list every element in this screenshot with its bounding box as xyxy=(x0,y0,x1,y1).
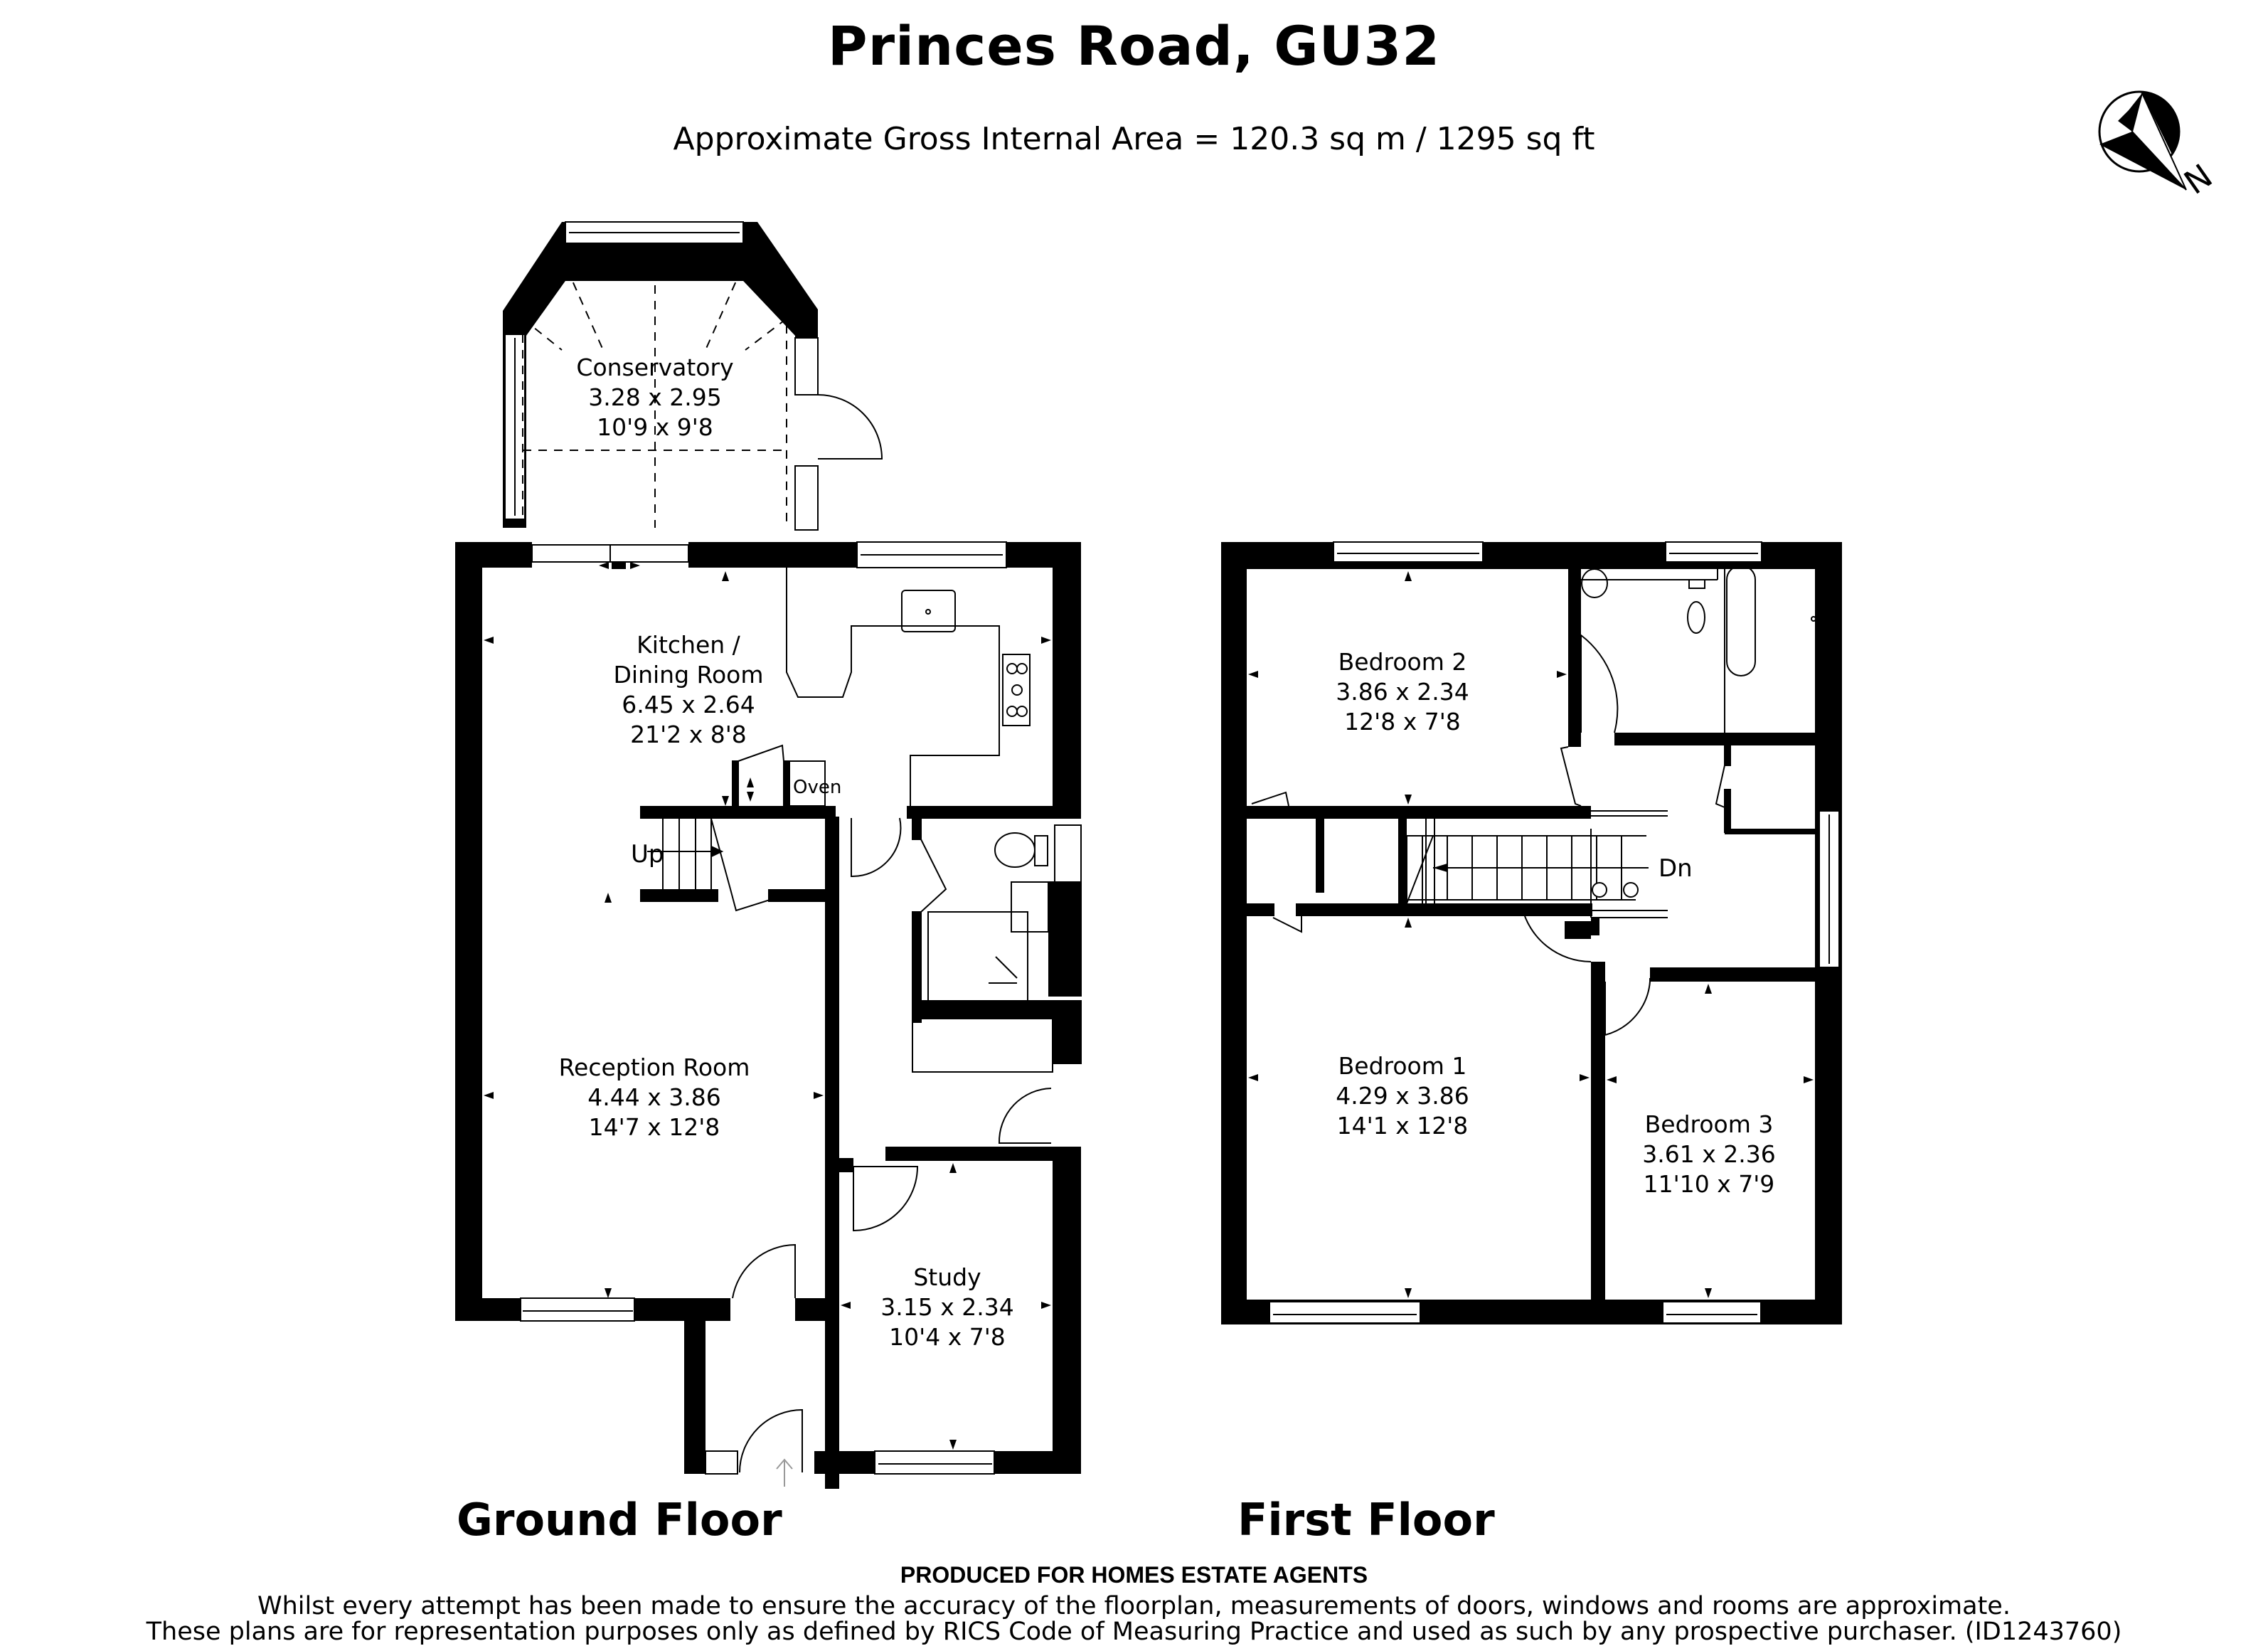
room-imperial-kitchen: 21'2 x 8'8 xyxy=(630,721,747,748)
page-title: Princes Road, GU32 xyxy=(827,14,1441,78)
disclaimer-line-2: These plans are for representation purpo… xyxy=(146,1618,2122,1646)
room-metric-bedroom-1: 4.29 x 3.86 xyxy=(1336,1082,1469,1110)
room-metric-study: 3.15 x 2.34 xyxy=(880,1293,1013,1321)
disclaimer-line-1: Whilst every attempt has been made to en… xyxy=(257,1592,2011,1620)
room-imperial-reception: 14'7 x 12'8 xyxy=(589,1113,720,1141)
ground-floor-label: Ground Floor xyxy=(457,1494,782,1546)
ground-floor-plan xyxy=(455,221,1082,1489)
room-imperial-bedroom-1: 14'1 x 12'8 xyxy=(1337,1112,1469,1140)
room-name-bedroom-1: Bedroom 1 xyxy=(1338,1052,1467,1080)
room-imperial-bedroom-3: 11'10 x 7'9 xyxy=(1644,1170,1775,1198)
room-metric-reception: 4.44 x 3.86 xyxy=(587,1083,720,1111)
room-imperial-bedroom-2: 12'8 x 7'8 xyxy=(1344,708,1461,736)
oven-label: Oven xyxy=(793,777,841,798)
room-name-conservatory: Conservatory xyxy=(576,354,733,381)
room-name-bedroom-3: Bedroom 3 xyxy=(1645,1110,1774,1138)
room-imperial-study: 10'4 x 7'8 xyxy=(889,1323,1006,1351)
first-floor-plan xyxy=(1221,541,1842,1324)
room-name-reception: Reception Room xyxy=(559,1053,750,1081)
room-name-kitchen-line2: Dining Room xyxy=(614,661,764,689)
room-name-bedroom-2: Bedroom 2 xyxy=(1338,648,1467,676)
room-metric-conservatory: 3.28 x 2.95 xyxy=(588,383,721,411)
room-metric-kitchen: 6.45 x 2.64 xyxy=(622,691,755,718)
stairs-down-label: Dn xyxy=(1659,854,1693,883)
room-metric-bedroom-2: 3.86 x 2.34 xyxy=(1336,678,1469,706)
first-floor-label: First Floor xyxy=(1237,1494,1495,1546)
stairs-up-label: Up xyxy=(631,840,664,869)
room-imperial-conservatory: 10'9 x 9'8 xyxy=(597,413,713,441)
north-compass-icon: N xyxy=(2098,89,2226,210)
gross-internal-area: Approximate Gross Internal Area = 120.3 … xyxy=(673,121,1595,157)
room-name-study: Study xyxy=(913,1263,981,1291)
produced-by-notice: PRODUCED FOR HOMES ESTATE AGENTS xyxy=(900,1562,1368,1588)
room-metric-bedroom-3: 3.61 x 2.36 xyxy=(1642,1140,1775,1168)
room-name-kitchen-line1: Kitchen / xyxy=(637,631,741,659)
